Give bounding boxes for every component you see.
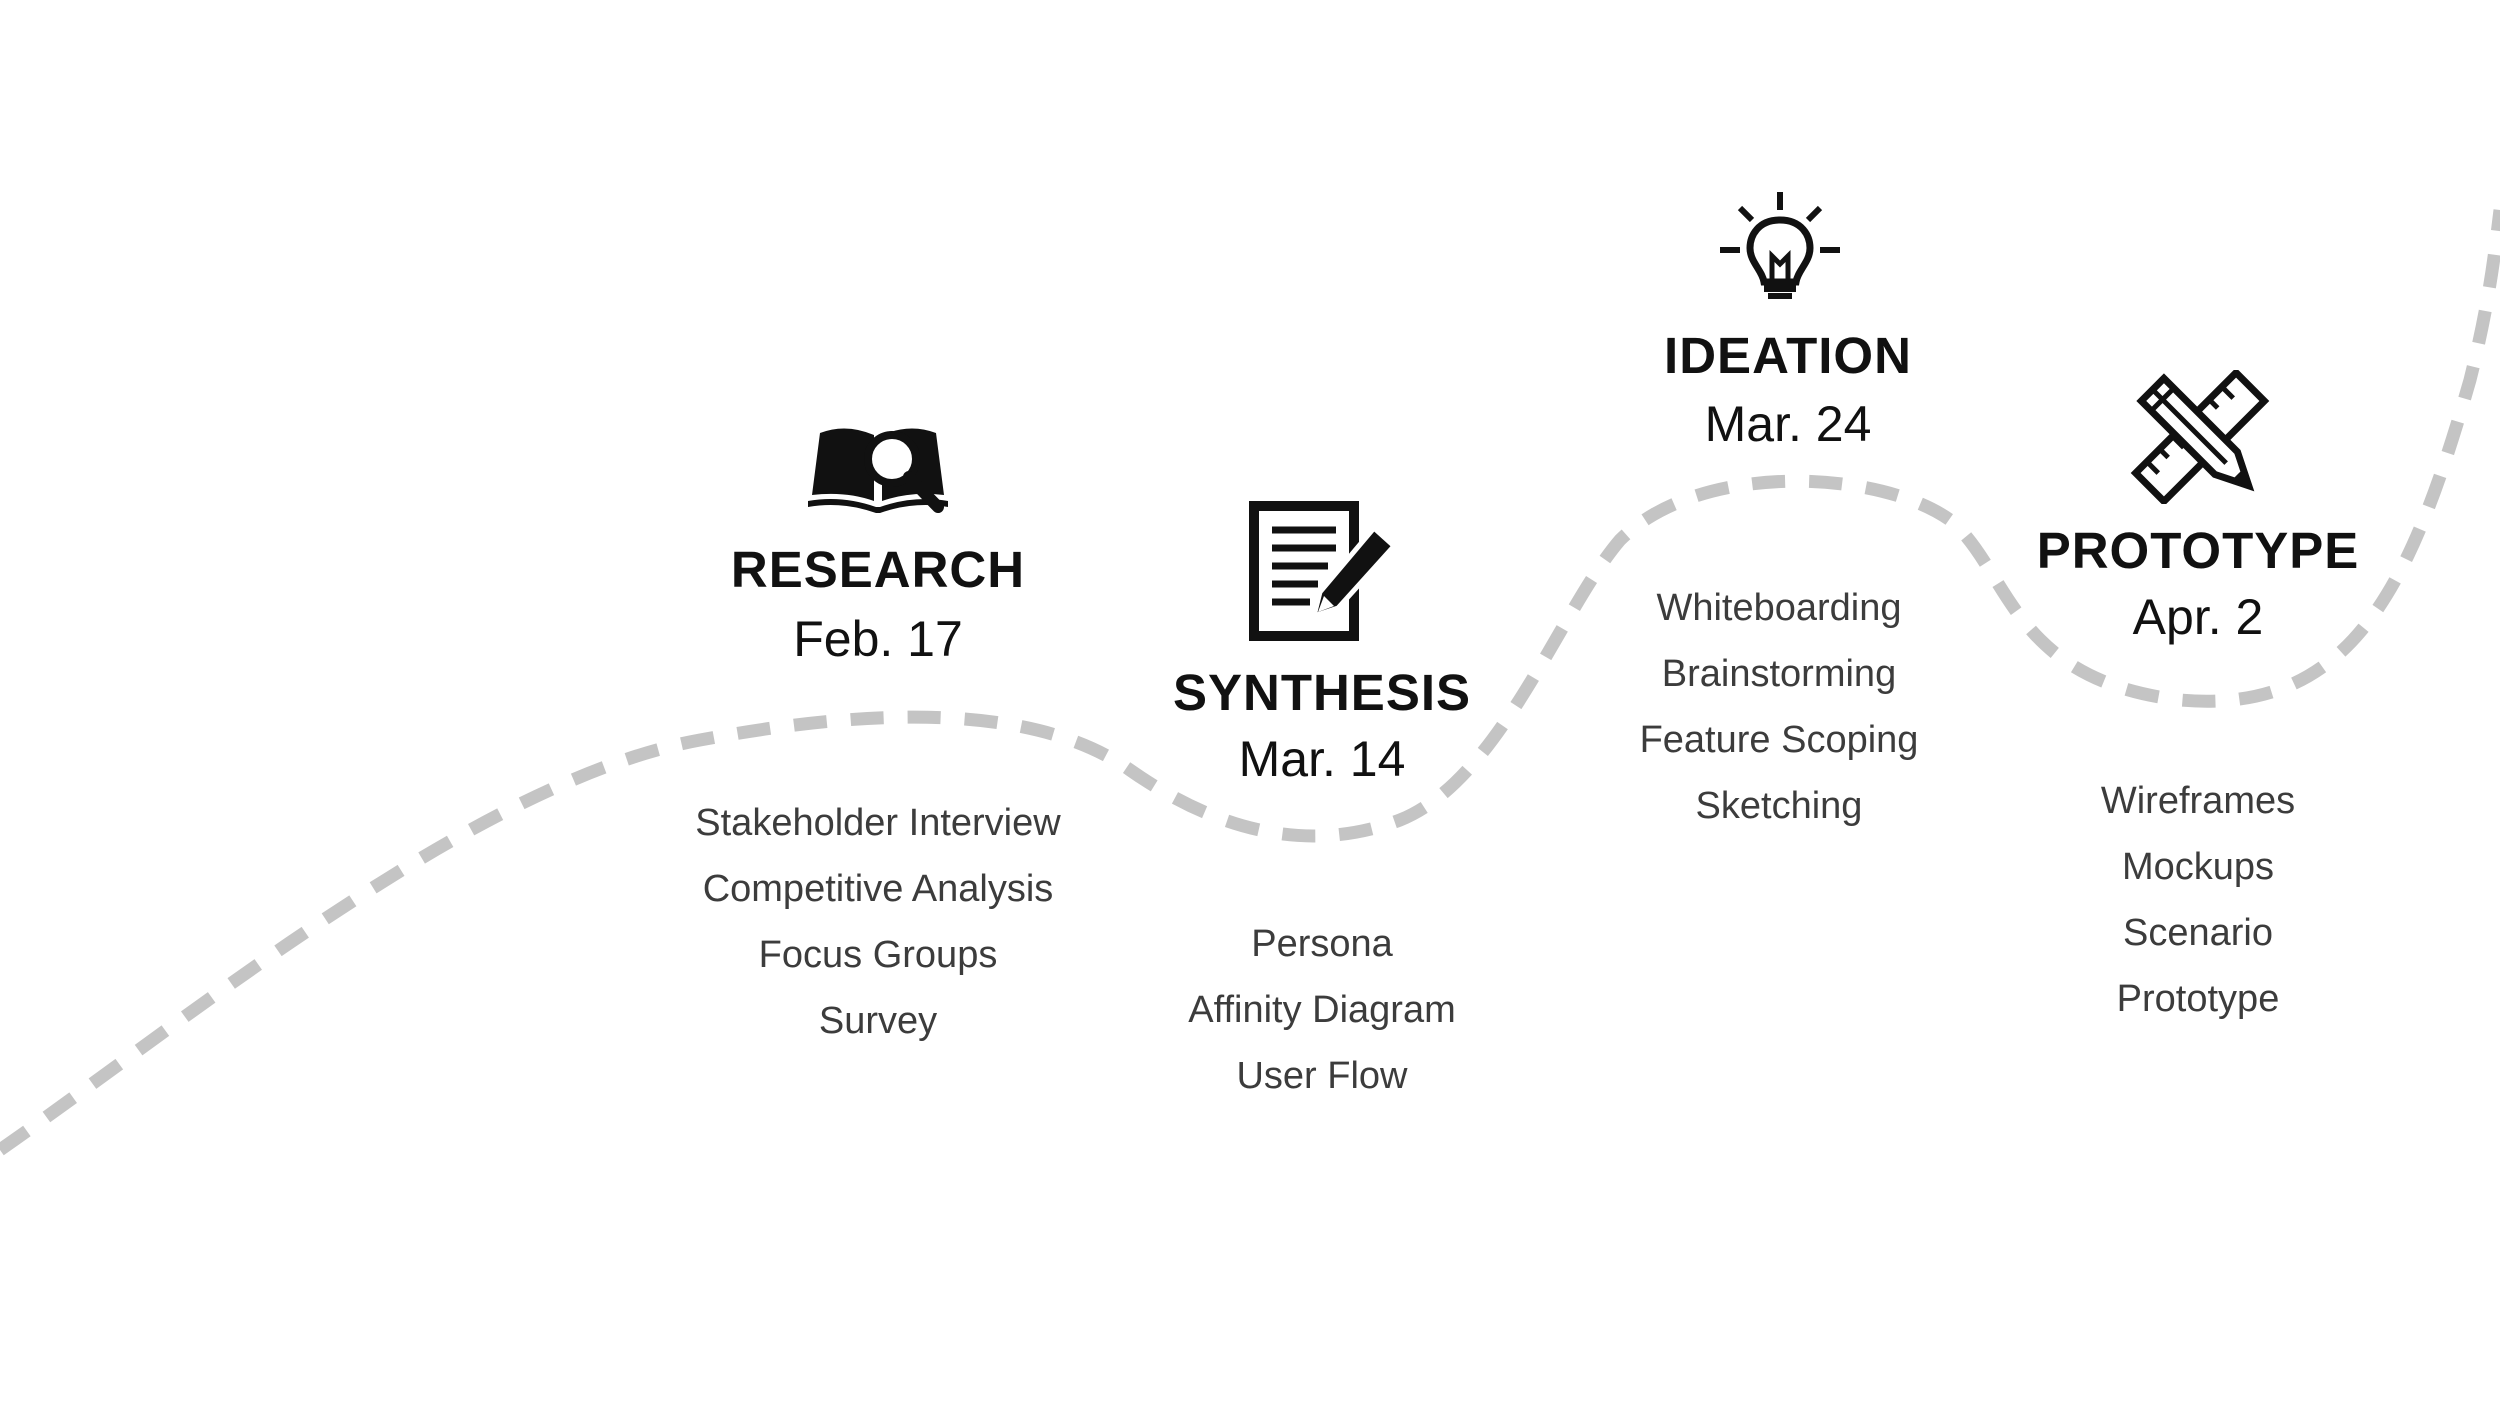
stage-date: Mar. 24 bbox=[1704, 396, 1872, 452]
stage-title: SYNTHESIS bbox=[1172, 664, 1472, 721]
list-item: Scenario bbox=[2123, 912, 2273, 954]
lightbulb-icon bbox=[1720, 192, 1840, 299]
list-item: Persona bbox=[1251, 923, 1393, 965]
activity-list: Stakeholder Interview Competitive Analys… bbox=[658, 790, 1098, 1054]
stage-title: RESEARCH bbox=[730, 541, 1026, 598]
document-pencil-icon bbox=[1249, 501, 1398, 641]
activity-list: Whiteboarding Brainstorming Feature Scop… bbox=[1559, 575, 1999, 839]
stage-title: PROTOTYPE bbox=[2036, 522, 2360, 579]
dashed-timeline-path bbox=[0, 209, 2500, 1156]
stage-date: Mar. 14 bbox=[1238, 731, 1406, 787]
stage-date: Apr. 2 bbox=[2132, 589, 2264, 645]
list-item: Focus Groups bbox=[758, 934, 998, 976]
list-item: Sketching bbox=[1695, 785, 1863, 827]
list-item: Brainstorming bbox=[1661, 653, 1897, 695]
list-item: Whiteboarding bbox=[1656, 587, 1902, 629]
activity-list: Persona Affinity Diagram User Flow bbox=[1102, 911, 1542, 1109]
stage-date: Feb. 17 bbox=[793, 611, 963, 667]
list-item: Feature Scoping bbox=[1639, 719, 1919, 761]
pencil-ruler-icon bbox=[2130, 370, 2270, 504]
list-item: Competitive Analysis bbox=[702, 868, 1054, 910]
stage-title: IDEATION bbox=[1664, 327, 1912, 384]
list-item: Mockups bbox=[2121, 846, 2275, 888]
list-item: Prototype bbox=[2116, 978, 2280, 1020]
list-item: User Flow bbox=[1236, 1055, 1408, 1097]
list-item: Survey bbox=[818, 1000, 938, 1042]
activity-list: Wireframes Mockups Scenario Prototype bbox=[1978, 768, 2418, 1032]
book-search-icon bbox=[808, 428, 948, 513]
list-item: Affinity Diagram bbox=[1188, 989, 1456, 1031]
list-item: Stakeholder Interview bbox=[695, 802, 1061, 844]
list-item: Wireframes bbox=[2100, 780, 2296, 822]
